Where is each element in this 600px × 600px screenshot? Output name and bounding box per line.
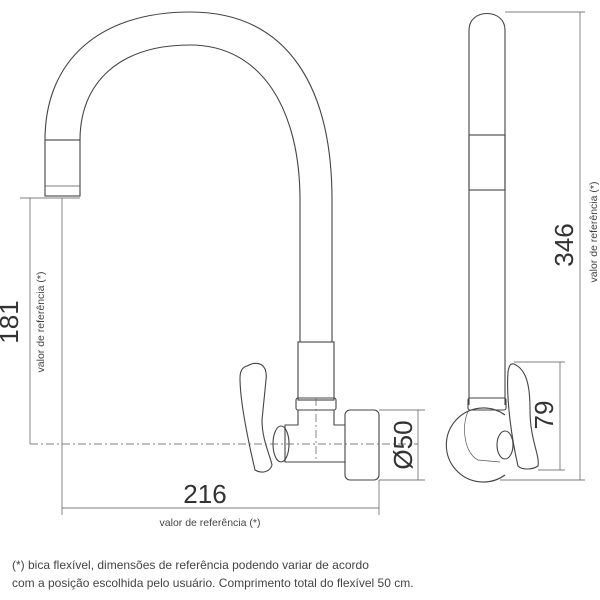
side-tube	[468, 13, 506, 405]
dim-diameter-50: Ø50	[388, 420, 418, 469]
front-view	[30, 11, 418, 481]
footnote-line-1: (*) bica flexível, dimensões de referênc…	[12, 558, 369, 572]
ref-label-right: valor de referência (*)	[588, 182, 600, 283]
side-view	[445, 13, 539, 483]
spout-outer	[44, 11, 333, 342]
dimension-lines	[20, 11, 585, 515]
nozzle	[44, 139, 81, 197]
side-flange-inner	[464, 409, 501, 463]
footnote: (*) bica flexível, dimensões de referênc…	[12, 556, 414, 592]
side-ring	[467, 397, 507, 411]
ref-label-left: valor de referência (*)	[35, 272, 47, 373]
wall-flange	[344, 409, 380, 481]
dim-181: 181	[0, 300, 24, 343]
side-handle	[507, 363, 539, 470]
dim-79: 79	[529, 401, 559, 430]
spout-inner	[79, 44, 301, 342]
pipe-base	[297, 341, 335, 401]
side-knob	[496, 430, 514, 460]
dim-346: 346	[549, 223, 579, 266]
handle-lever	[239, 362, 273, 473]
side-flange	[445, 407, 506, 483]
valve-body	[284, 410, 345, 463]
side-collar	[468, 134, 506, 191]
footnote-line-2: com a posição escolhida pelo usuário. Co…	[12, 576, 414, 590]
ref-label-horizontal: valor de referência (*)	[160, 517, 261, 529]
dim-216: 216	[183, 479, 226, 509]
